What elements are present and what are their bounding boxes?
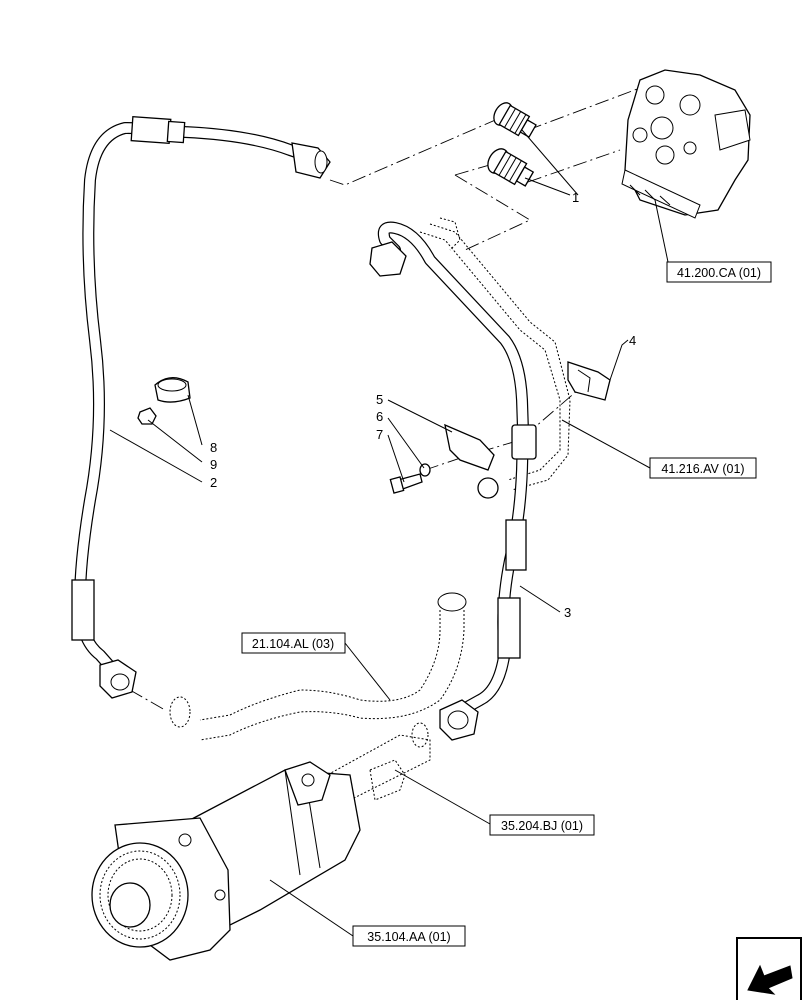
ref-box-35-204-bj[interactable]: 35.204.BJ (01) (489, 814, 595, 836)
callout-9: 9 (210, 457, 217, 472)
arrow-icon[interactable] (736, 937, 802, 1000)
ref-label-35-204-bj: 35.204.BJ (01) (501, 819, 583, 833)
pump (91, 761, 361, 961)
bolt-7 (389, 473, 423, 494)
clamp-8 (154, 377, 191, 403)
pipe-3 (369, 221, 537, 741)
fittings-1 (487, 102, 537, 187)
assembly-lines (129, 87, 641, 711)
callout-1: 1 (572, 190, 579, 205)
ghost-tube (169, 592, 467, 741)
clip-5 (444, 423, 495, 471)
ref-label-35-104-aa: 35.104.AA (01) (367, 930, 450, 944)
ghost-pipe (419, 217, 571, 491)
ref-box-21-104-al[interactable]: 21.104.AL (03) (241, 632, 346, 654)
hose-2 (71, 116, 331, 699)
ref-box-41-216-av[interactable]: 41.216.AV (01) (649, 457, 757, 479)
ref-box-41-200-ca[interactable]: 41.200.CA (01) (666, 261, 772, 283)
washer-6 (419, 463, 431, 477)
ref-label-41-200-ca: 41.200.CA (01) (677, 266, 761, 280)
clip-4 (567, 361, 611, 401)
ref-label-21-104-al: 21.104.AL (03) (252, 637, 334, 651)
ref-box-35-104-aa[interactable]: 35.104.AA (01) (352, 925, 466, 947)
callout-5: 5 (376, 392, 383, 407)
callout-4: 4 (629, 333, 636, 348)
valve-block (621, 69, 751, 219)
callout-8: 8 (210, 440, 217, 455)
leader-lines (109, 129, 669, 937)
callout-2: 2 (210, 475, 217, 490)
callout-labels: 1 4 5 6 7 8 9 2 3 (210, 190, 636, 620)
ghost-component (299, 722, 431, 811)
ref-label-41-216-av: 41.216.AV (01) (661, 462, 744, 476)
callout-3: 3 (564, 605, 571, 620)
callout-7: 7 (376, 427, 383, 442)
nut-9 (137, 407, 157, 425)
callout-6: 6 (376, 409, 383, 424)
